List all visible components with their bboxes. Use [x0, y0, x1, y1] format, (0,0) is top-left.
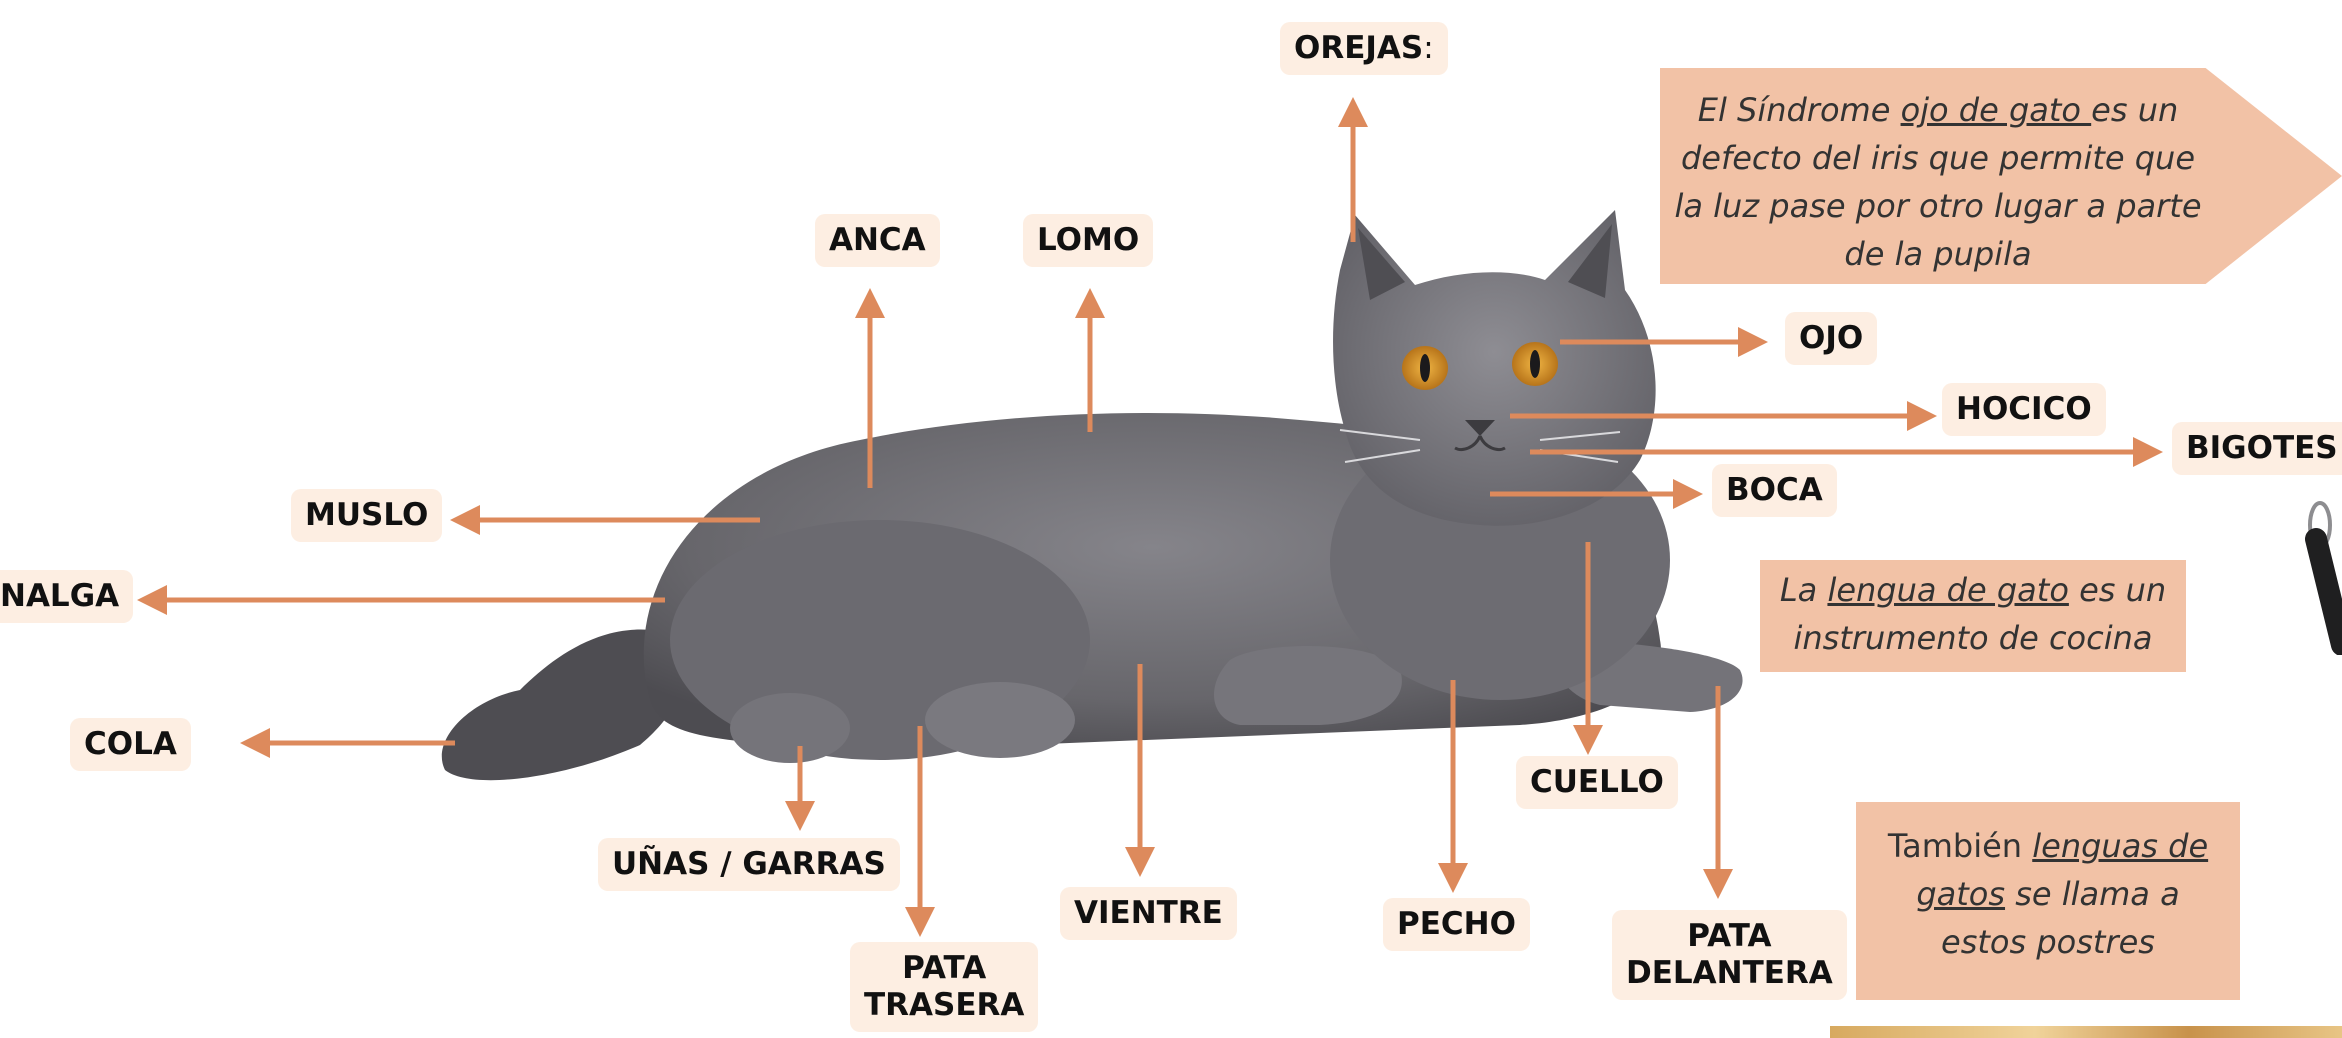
label-hocico: HOCICO	[1942, 383, 2106, 437]
label-pecho: PECHO	[1383, 898, 1530, 952]
label-pata-delantera: PATA DELANTERA	[1612, 910, 1847, 1001]
label-pata-delantera-line2: DELANTERA	[1626, 955, 1833, 992]
label-lomo: LOMO	[1023, 214, 1154, 268]
note-lengua-link: lengua de gato	[1827, 571, 2069, 609]
label-unas-garras: UÑAS / GARRAS	[598, 838, 900, 892]
note-lenguas-postres: También lenguas de gatos se llama a esto…	[1856, 802, 2240, 1000]
note-lengua-de-gato: La lengua de gato es un instrumento de c…	[1760, 560, 2186, 672]
label-nalga: NALGA	[0, 570, 134, 624]
label-orejas-colon: :	[1423, 30, 1434, 66]
note-lengua-post: es un instrumento de cocina	[1793, 571, 2167, 657]
label-pata-trasera-line1: PATA	[902, 950, 987, 986]
label-ojo: OJO	[1785, 312, 1878, 366]
label-cola: COLA	[70, 718, 191, 772]
label-orejas: OREJAS:	[1280, 22, 1448, 76]
note-ojo-pre: El Síndrome	[1697, 91, 1901, 129]
whisk-image	[2305, 501, 2342, 655]
biscuits-image	[1830, 1026, 2342, 1038]
label-pata-trasera: PATA TRASERA	[850, 942, 1039, 1033]
label-cuello: CUELLO	[1516, 756, 1678, 810]
note-postres-post: se llama a estos postres	[1941, 875, 2180, 961]
label-orejas-text: OREJAS	[1294, 30, 1424, 66]
label-bigotes: BIGOTES	[2172, 422, 2342, 476]
note-ojo-de-gato: El Síndrome ojo de gato es un defecto de…	[1660, 68, 2342, 284]
note-ojo-post: es un defecto del iris que permite que l…	[1674, 91, 2202, 273]
label-vientre: VIENTRE	[1060, 887, 1237, 941]
label-anca: ANCA	[815, 214, 940, 268]
note-postres-link: lenguas de gatos	[1916, 827, 2209, 913]
label-muslo: MUSLO	[291, 489, 443, 543]
note-ojo-link: ojo de gato	[1900, 91, 2092, 129]
label-boca: BOCA	[1712, 464, 1837, 518]
label-pata-trasera-line2: TRASERA	[864, 987, 1025, 1024]
note-lengua-pre: La	[1779, 571, 1828, 609]
label-pata-delantera-line1: PATA	[1687, 918, 1772, 954]
note-postres-pre: También	[1887, 827, 2033, 865]
